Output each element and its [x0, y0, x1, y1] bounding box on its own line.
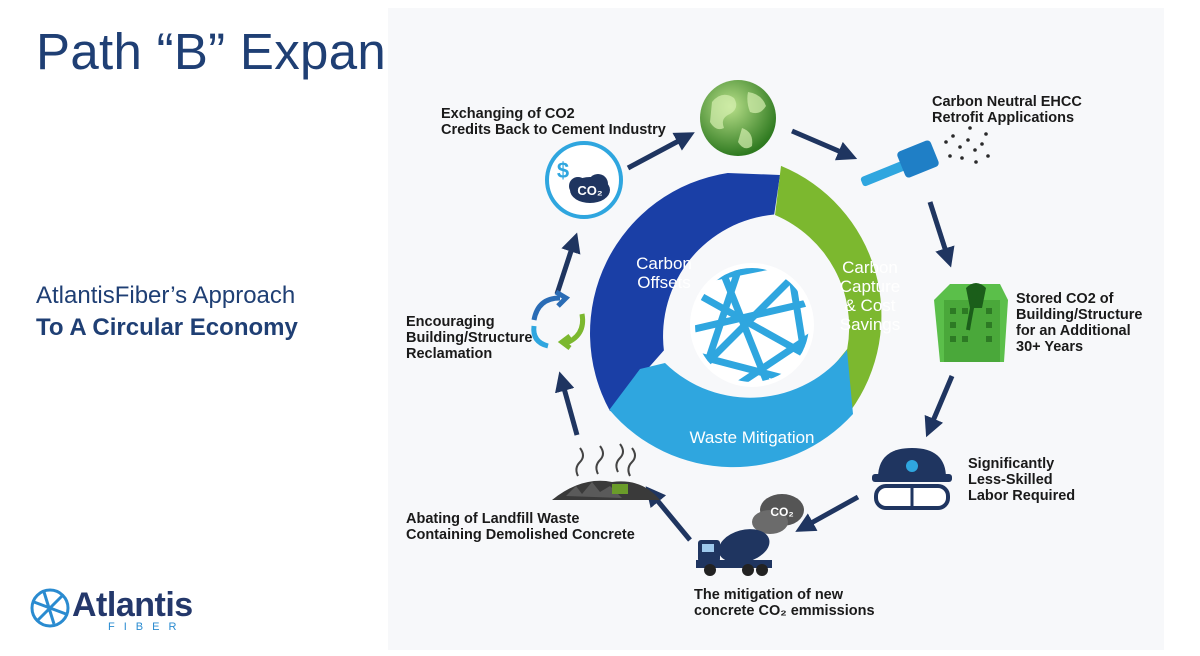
- step-line: Less-Skilled: [968, 472, 1053, 488]
- step-line: Containing Demolished Concrete: [406, 527, 635, 543]
- hardhat-goggles-icon: [872, 448, 952, 510]
- step-line: Labor Required: [968, 488, 1076, 504]
- segment-line: Carbon: [636, 254, 692, 273]
- segment-line: Carbon: [842, 258, 898, 277]
- step-line: concrete CO₂ emmissions: [694, 603, 875, 619]
- subtitle-line-1: AtlantisFiber’s Approach: [36, 282, 296, 309]
- logo-wordmark: Atlantis: [72, 586, 193, 624]
- landfill-icon: [552, 443, 660, 500]
- step-line: 30+ Years: [1016, 339, 1084, 355]
- co2-credit-icon: CO₂ $: [545, 141, 623, 219]
- step-line: Retrofit Applications: [932, 110, 1075, 126]
- step-line: Reclamation: [406, 346, 493, 362]
- cement-mixer-truck-icon: [696, 494, 804, 576]
- segment-carbon-offsets: [590, 173, 780, 412]
- segment-line: Capture: [839, 277, 901, 296]
- truck-co2-text: CO₂: [770, 505, 793, 519]
- segment-label-carbon-offsets: Carbon Offsets: [624, 254, 704, 292]
- step-line: Carbon Neutral EHCC: [932, 94, 1082, 110]
- step-label-landfill-waste: Abating of Landfill Waste Containing Dem…: [406, 511, 635, 543]
- subtitle-line-2: To A Circular Economy: [36, 314, 298, 341]
- segment-label-carbon-capture: Carbon Capture & Cost Savings: [828, 258, 912, 334]
- segment-label-waste-mitigation: Waste Mitigation: [660, 428, 844, 447]
- atlantis-logo-icon: [30, 588, 70, 628]
- segment-line: Offsets: [637, 273, 691, 292]
- segment-line: & Cost: [844, 296, 896, 315]
- dollar-sign: $: [557, 158, 569, 183]
- step-label-stored-co2: Stored CO2 of Building/Structure for an …: [1016, 291, 1142, 355]
- segment-line: Waste Mitigation: [689, 428, 815, 447]
- step-label-concrete-emissions: The mitigation of new concrete CO₂ emmis…: [694, 587, 875, 619]
- recycle-arrows-icon: [531, 289, 586, 350]
- step-line: The mitigation of new: [694, 587, 844, 603]
- earth-globe-icon: [700, 80, 776, 156]
- step-line: Building/Structure: [406, 330, 533, 346]
- step-line: for an Additional: [1016, 323, 1131, 339]
- logo-subtext: FIBER: [108, 621, 186, 633]
- step-label-reclamation: Encouraging Building/Structure Reclamati…: [406, 314, 532, 362]
- segment-carbon-capture: [775, 165, 882, 411]
- step-line: Exchanging of CO2: [441, 106, 575, 122]
- spray-nozzle-icon: [860, 126, 990, 187]
- cycle-arrows: [554, 128, 955, 542]
- step-line: Building/Structure: [1016, 307, 1143, 323]
- step-label-co2-credits: Exchanging of CO2 Credits Back to Cement…: [441, 106, 666, 138]
- segment-waste-mitigation: [609, 350, 853, 468]
- segment-line: Savings: [839, 315, 901, 334]
- fiber-mesh-icon: [690, 263, 814, 387]
- step-line: Abating of Landfill Waste: [406, 511, 580, 527]
- step-line: Credits Back to Cement Industry: [441, 122, 666, 138]
- step-line: Stored CO2 of: [1016, 291, 1114, 307]
- step-label-less-skilled-labor: Significantly Less-Skilled Labor Require…: [968, 456, 1075, 504]
- subtitle: AtlantisFiber’s Approach To A Circular E…: [36, 280, 298, 344]
- step-label-ehcc-retrofit: Carbon Neutral EHCC Retrofit Application…: [932, 94, 1082, 126]
- step-line: Significantly: [968, 456, 1055, 472]
- co2-credit-text: CO₂: [577, 183, 603, 198]
- step-line: Encouraging: [406, 314, 495, 330]
- green-building-icon: [934, 283, 1008, 362]
